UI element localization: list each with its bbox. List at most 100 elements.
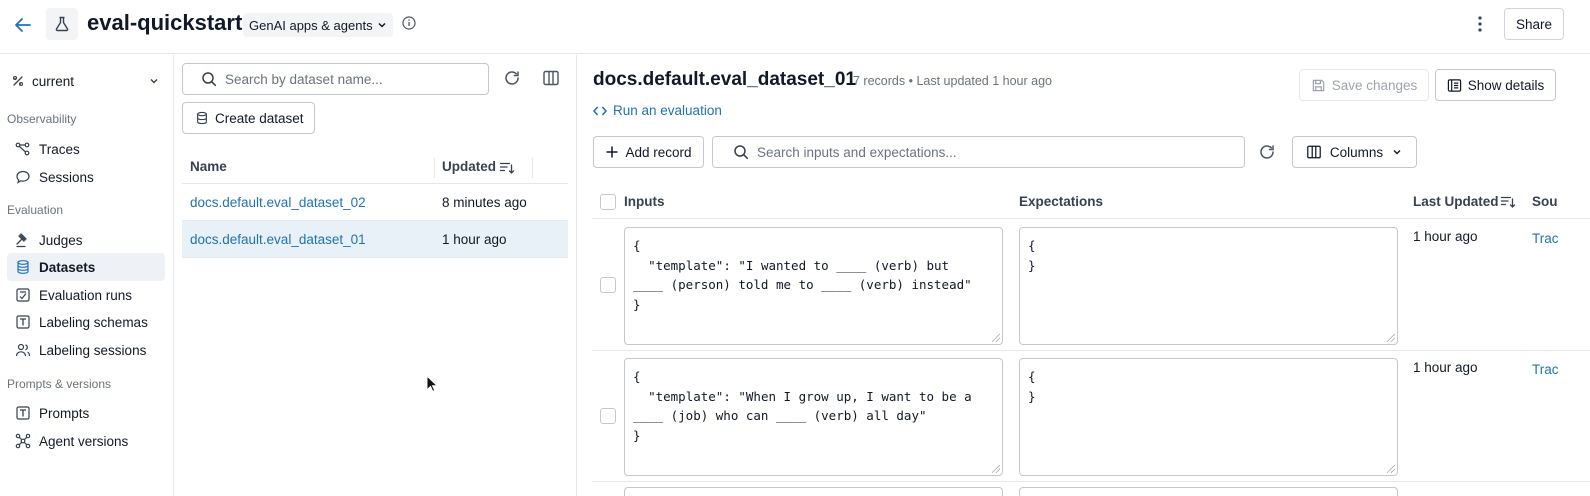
- info-icon[interactable]: [402, 16, 416, 30]
- sidebar-item-evaluation-runs[interactable]: Evaluation runs: [7, 281, 165, 309]
- save-changes-button[interactable]: Save changes: [1299, 69, 1429, 101]
- dataset-row-selected[interactable]: docs.default.eval_dataset_01 1 hour ago: [182, 221, 568, 258]
- agent-network-icon: [15, 433, 31, 449]
- workspace-type-dropdown[interactable]: GenAI apps & agents: [243, 13, 393, 37]
- branch-icon: [12, 75, 24, 87]
- sidebar-item-traces[interactable]: Traces: [7, 135, 165, 163]
- column-name-header[interactable]: Name: [190, 159, 227, 174]
- sidebar: current Observability Traces Sessions Ev…: [0, 55, 174, 496]
- sidebar-item-label: Evaluation runs: [39, 287, 133, 303]
- panel-divider[interactable]: [576, 55, 577, 496]
- columns-dropdown-button[interactable]: Columns: [1292, 136, 1417, 168]
- page-title: eval-quickstart: [87, 10, 243, 35]
- last-updated-text: Last updated 1 hour ago: [916, 74, 1052, 88]
- sidebar-item-labeling-schemas[interactable]: Labeling schemas: [7, 308, 165, 336]
- row-checkbox[interactable]: [600, 408, 616, 424]
- run-evaluation-link[interactable]: Run an evaluation: [593, 103, 722, 118]
- chevron-down-icon: [377, 20, 387, 30]
- chat-bubble-icon: [15, 169, 31, 185]
- columns-icon: [1306, 144, 1322, 160]
- expectations-textarea[interactable]: [1019, 487, 1398, 496]
- inputs-textarea[interactable]: { "template": "I wanted to ____ (verb) b…: [624, 227, 1003, 345]
- record-count: 7 records: [853, 74, 906, 88]
- section-evaluation: Evaluation: [7, 203, 64, 217]
- workspace-type-label: GenAI apps & agents: [249, 17, 373, 33]
- sidebar-item-agent-versions[interactable]: Agent versions: [7, 427, 165, 455]
- record-source-link[interactable]: Trac: [1532, 231, 1559, 246]
- column-last-updated-header[interactable]: Last Updated: [1413, 194, 1499, 209]
- search-icon: [201, 71, 217, 87]
- back-arrow-icon[interactable]: [12, 14, 34, 36]
- top-header: eval-quickstart GenAI apps & agents Shar…: [0, 0, 1590, 54]
- dataset-name-link[interactable]: docs.default.eval_dataset_01: [190, 232, 366, 247]
- refresh-icon[interactable]: [1258, 143, 1276, 161]
- column-updated-header[interactable]: Updated: [442, 159, 496, 174]
- share-button[interactable]: Share: [1504, 8, 1564, 40]
- sidebar-item-label: Labeling sessions: [39, 342, 147, 358]
- text-box-icon: [15, 314, 31, 330]
- records-table-header: Inputs Expectations Last Updated Sou: [592, 184, 1590, 219]
- sort-icon[interactable]: [499, 160, 515, 176]
- more-options-icon[interactable]: [1470, 14, 1490, 34]
- column-inputs-header: Inputs: [624, 194, 665, 209]
- create-dataset-button[interactable]: Create dataset: [182, 102, 315, 134]
- create-dataset-label: Create dataset: [215, 110, 304, 126]
- sidebar-panel-icon: [1447, 78, 1462, 93]
- sidebar-item-judges[interactable]: Judges: [7, 226, 165, 254]
- sidebar-item-label: Prompts: [39, 405, 90, 421]
- dataset-updated: 8 minutes ago: [442, 195, 527, 210]
- run-evaluation-label: Run an evaluation: [613, 103, 722, 118]
- sidebar-item-label: Judges: [39, 232, 83, 248]
- refresh-icon[interactable]: [503, 69, 521, 87]
- traces-icon: [15, 141, 31, 157]
- record-row: { "template": "I wanted to ____ (verb) b…: [592, 220, 1590, 351]
- environment-label: current: [32, 73, 75, 89]
- section-observability: Observability: [7, 112, 77, 126]
- show-details-button[interactable]: Show details: [1435, 69, 1556, 101]
- sidebar-item-labeling-sessions[interactable]: Labeling sessions: [7, 336, 165, 364]
- dataset-row[interactable]: docs.default.eval_dataset_02 8 minutes a…: [182, 184, 568, 221]
- section-prompts: Prompts & versions: [7, 377, 112, 391]
- text-box-icon: [15, 405, 31, 421]
- column-expectations-header: Expectations: [1019, 194, 1104, 209]
- record-source-link[interactable]: Trac: [1532, 362, 1559, 377]
- evaluation-runs-icon: [15, 287, 31, 303]
- sidebar-item-label: Traces: [39, 141, 80, 157]
- show-details-label: Show details: [1467, 77, 1545, 93]
- chevron-down-icon: [148, 75, 160, 87]
- column-divider: [532, 158, 533, 178]
- columns-label: Columns: [1329, 144, 1384, 160]
- add-record-button[interactable]: Add record: [593, 136, 704, 168]
- record-row: { "template": "When I grow up, I want to…: [592, 351, 1590, 482]
- mouse-cursor-icon: [426, 375, 438, 393]
- search-icon: [733, 144, 749, 160]
- records-search-input[interactable]: Search inputs and expectations...: [712, 136, 1245, 168]
- experiment-icon: [46, 8, 78, 40]
- column-divider: [434, 158, 435, 178]
- dataset-search-input[interactable]: Search by dataset name...: [182, 63, 489, 95]
- inputs-textarea[interactable]: [624, 487, 1003, 496]
- record-last-updated: 1 hour ago: [1413, 229, 1478, 244]
- sidebar-item-sessions[interactable]: Sessions: [7, 163, 165, 191]
- sidebar-item-label: Labeling schemas: [39, 314, 148, 330]
- sidebar-item-prompts[interactable]: Prompts: [7, 399, 165, 427]
- gavel-icon: [15, 232, 31, 248]
- expectations-textarea[interactable]: { }: [1019, 227, 1398, 345]
- save-icon: [1311, 78, 1326, 93]
- dataset-name-link[interactable]: docs.default.eval_dataset_02: [190, 195, 366, 210]
- records-search-placeholder: Search inputs and expectations...: [757, 144, 957, 160]
- columns-icon[interactable]: [542, 69, 560, 87]
- plus-icon: [605, 145, 619, 159]
- inputs-textarea[interactable]: { "template": "When I grow up, I want to…: [624, 358, 1003, 476]
- users-icon: [15, 342, 31, 358]
- dataset-updated: 1 hour ago: [442, 232, 507, 247]
- select-all-checkbox[interactable]: [600, 194, 616, 210]
- dataset-title: docs.default.eval_dataset_01: [593, 69, 856, 90]
- sort-icon[interactable]: [1500, 194, 1516, 210]
- expectations-textarea[interactable]: { }: [1019, 358, 1398, 476]
- dataset-meta: 7 records • Last updated 1 hour ago: [853, 74, 1052, 88]
- dataset-search-placeholder: Search by dataset name...: [225, 71, 383, 87]
- sidebar-item-datasets[interactable]: Datasets: [7, 253, 165, 281]
- row-checkbox[interactable]: [600, 277, 616, 293]
- environment-selector[interactable]: current: [12, 71, 160, 91]
